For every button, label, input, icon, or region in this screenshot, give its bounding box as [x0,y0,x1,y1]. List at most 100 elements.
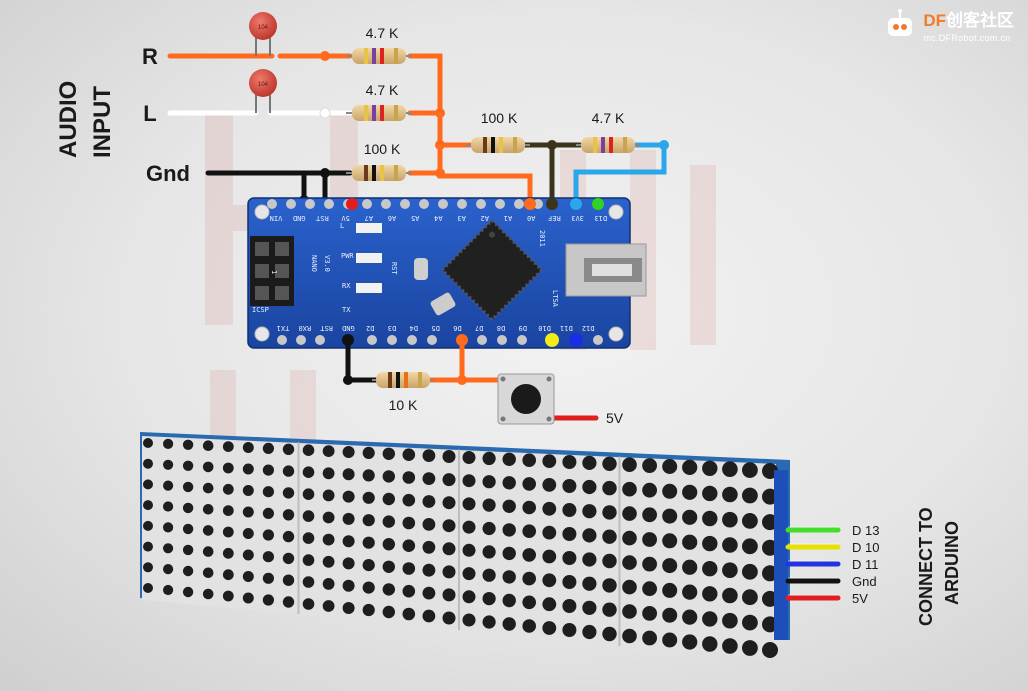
led-dot [163,564,174,575]
led-dot [402,607,416,621]
icsp-label: ICSP [252,306,269,314]
top-pin-label: REF [548,214,561,222]
led-dot [182,460,194,471]
channel-label-r: R [142,44,158,69]
led-dot [302,510,315,522]
resistor-button-value: 10 K [389,397,418,413]
led-dot [522,548,536,562]
led-dot [242,442,254,453]
bottom-pin-label: D6 [453,324,461,332]
board-name: NANO [310,255,318,272]
led-dot [702,485,718,502]
led-dot [342,579,355,592]
led-dot [642,606,657,621]
robot-logo-icon [888,8,913,36]
led-dot [502,546,516,561]
bottom-pin-label: D8 [497,324,505,332]
led-dot [202,504,214,515]
led-dot [422,586,436,600]
led-dot [143,438,153,448]
audio-input-title-2: INPUT [89,86,116,158]
led-dot [202,461,214,473]
led-dot [422,495,436,508]
led-dot [342,602,355,614]
bottom-pin-label: D4 [410,324,418,332]
led-dot [242,463,254,475]
led-dot [602,578,617,593]
led-dot [742,589,758,606]
brand-url: mc.DFRobot.com.cn [923,33,1011,43]
led-dot [702,460,718,476]
led-dot [182,481,194,493]
led-dot [582,479,597,495]
led-dot [182,439,194,450]
connect-wire-label: 5V [852,591,868,606]
led-dot [602,553,617,569]
top-pin-label: GND [293,214,306,222]
led-dot [562,551,577,565]
led-dot [562,623,577,637]
led-dot [562,599,577,613]
connect-title-2: ARDUINO [942,521,962,605]
resistor-pin-value: 4.7 K [592,110,625,126]
top-pin-label: A4 [434,214,442,222]
led-dot [662,632,678,648]
led-dot [143,458,153,469]
capacitor-r: 104 [249,12,277,56]
led-dot [302,532,315,544]
led-dot [542,621,557,635]
led-dot [362,559,375,572]
resistor-r-value: 4.7 K [366,25,399,41]
led-dot [163,501,174,512]
led-dot [542,573,557,588]
led-dot [242,485,254,496]
led-dot [382,515,395,528]
arduino-nano-board [247,197,647,349]
led-dot [143,541,153,552]
led-dot [362,446,375,459]
led-dot [442,542,456,556]
top-pin-label: RST [315,214,328,222]
led-dot [422,563,436,577]
led-dot [602,505,617,520]
led-dot [602,529,617,544]
bottom-pin-label: D3 [388,324,396,332]
led-dot [382,560,395,573]
brand-name-rest: 创客社区 [946,11,1014,30]
bottom-pin-label: RST [319,324,332,332]
led-dot [202,546,214,557]
led-dot [222,441,234,452]
led-dot [382,492,395,506]
channel-label-l: L [143,101,156,126]
led-dot [282,465,295,477]
bottom-pin-label: D2 [366,324,374,332]
led-dot [322,533,335,546]
led-dot [562,527,577,541]
led-dot [642,581,657,597]
led-dot [602,626,617,642]
led-dot [502,617,516,631]
led-dot [522,477,536,491]
led-dot [722,537,738,553]
top-pin-label: D13 [594,214,607,222]
led-dot [542,597,557,612]
led-dot [462,497,476,511]
led-dot [342,535,355,548]
led-dot [422,449,436,462]
button-supply-label: 5V [606,410,624,426]
led-dot [622,506,637,521]
led-dot [262,551,274,563]
bottom-pin-label: TX1 [277,324,290,332]
led-dot [222,462,234,474]
led-dot [542,525,557,540]
led-dot [202,525,214,536]
led-dot [282,552,295,565]
led-dot [342,468,355,481]
led-dot [582,576,597,591]
led-dot [182,502,194,514]
led-dot [382,470,395,483]
resistor-l-value: 4.7 K [366,82,399,98]
led-dot [502,523,516,537]
